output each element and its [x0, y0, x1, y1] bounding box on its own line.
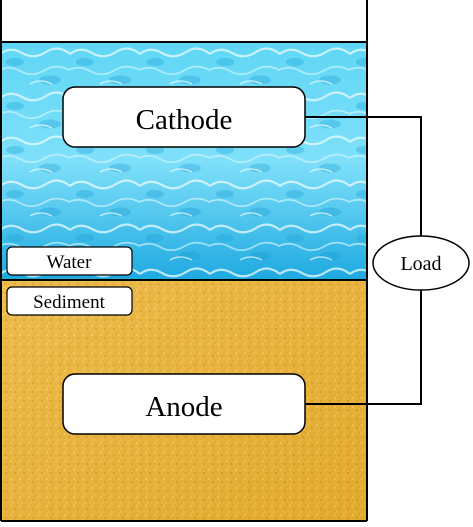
sediment-tag: Sediment	[6, 286, 133, 316]
cathode-label: Cathode	[136, 104, 233, 136]
water-tag-box	[6, 246, 133, 276]
anode-wire	[305, 290, 422, 405]
cathode-wire	[305, 116, 422, 236]
cathode-box	[62, 86, 306, 148]
load: Load	[372, 235, 470, 291]
anode: Anode	[62, 373, 306, 435]
water-label: Water	[47, 252, 93, 273]
water-tag: Water	[6, 246, 133, 276]
load-ellipse	[372, 235, 470, 291]
sediment-label: Sediment	[33, 292, 105, 313]
load-label: Load	[400, 253, 441, 275]
headspace	[1, 0, 367, 42]
anode-label: Anode	[145, 391, 222, 423]
anode-box	[62, 373, 306, 435]
water-region	[1, 42, 367, 280]
cathode: Cathode	[62, 86, 306, 148]
sediment-tag-box	[6, 286, 133, 316]
